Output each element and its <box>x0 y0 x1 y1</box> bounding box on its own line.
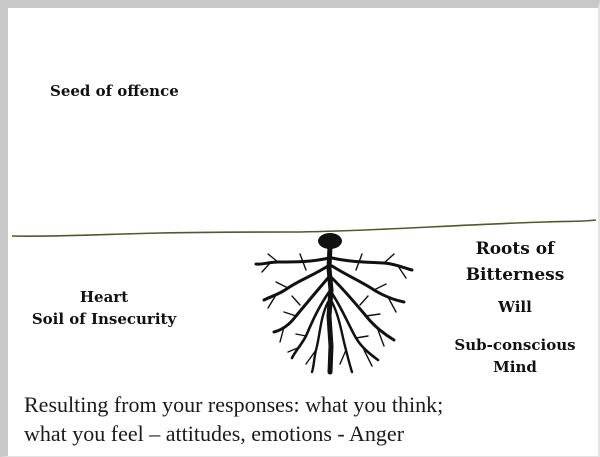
seed-bulb <box>318 233 342 249</box>
seed-label: Seed of offence <box>50 82 179 100</box>
caption: Resulting from your responses: what you … <box>24 390 594 448</box>
soil-label: Soil of Insecurity <box>31 310 177 328</box>
subconscious-line1: Sub-conscious <box>454 336 576 354</box>
roots-label-line2: Bitterness <box>465 265 565 285</box>
caption-line1: Resulting from your responses: what you … <box>24 392 444 417</box>
heart-label: Heart <box>79 288 129 306</box>
ground-line <box>11 219 597 237</box>
will-label: Will <box>498 298 532 316</box>
caption-line2: what you feel – attitudes, emotions - An… <box>24 421 405 446</box>
roots-labels: Roots of Bitterness Will Sub-conscious M… <box>440 236 590 378</box>
subconscious-line2: Mind <box>493 358 537 376</box>
roots-illustration <box>254 233 414 375</box>
heart-soil-label: Heart Soil of Insecurity <box>18 286 190 330</box>
roots-label-line1: Roots of <box>475 239 555 259</box>
